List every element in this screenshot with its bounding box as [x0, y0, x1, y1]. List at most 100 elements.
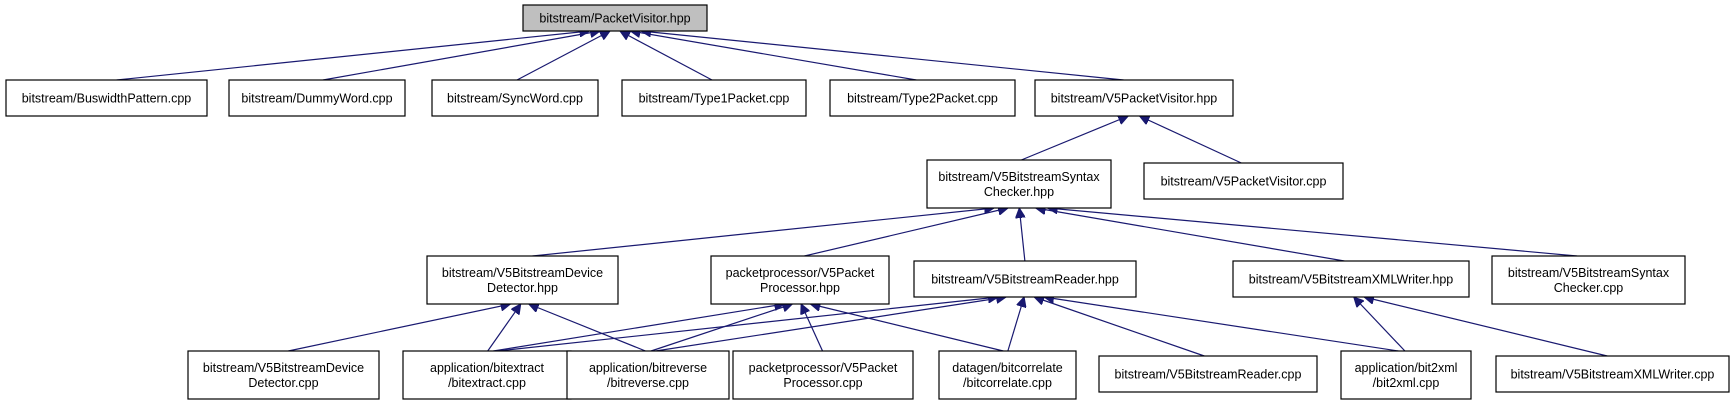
- node-n16[interactable]: application/bitreverse/bitreverse.cpp: [566, 350, 730, 400]
- node-n2[interactable]: bitstream/DummyWord.cpp: [228, 79, 406, 117]
- node-label: bitstream/Type2Packet.cpp: [847, 92, 998, 106]
- nodes-layer: bitstream/PacketVisitor.hpp bitstream/Bus…: [5, 4, 1730, 400]
- edge-n9-to-n7: [532, 208, 994, 257]
- node-label: bitstream/Type1Packet.cpp: [639, 92, 790, 106]
- edge-n3-to-n0: [516, 30, 610, 81]
- node-label: bitstream/V5PacketVisitor.hpp: [1051, 92, 1218, 106]
- node-box: [621, 79, 807, 117]
- node-label: packetprocessor/V5Packet: [726, 266, 875, 280]
- node-label: packetprocessor/V5Packet: [749, 361, 898, 375]
- edge-n20-to-n11: [1044, 297, 1399, 352]
- node-box: [522, 4, 708, 32]
- node-label: bitstream/V5BitstreamDevice: [203, 361, 364, 375]
- edge-n13-to-n7: [1047, 208, 1578, 257]
- node-box: [187, 350, 380, 400]
- edge-n15-to-n9: [487, 304, 521, 352]
- node-n8[interactable]: bitstream/V5PacketVisitor.cpp: [1143, 162, 1344, 200]
- node-label: Processor.cpp: [783, 376, 862, 390]
- node-box: [228, 79, 406, 117]
- node-box: [1491, 255, 1686, 305]
- edge-n16-to-n10: [650, 304, 792, 352]
- node-label: bitstream/V5BitstreamReader.cpp: [1115, 368, 1302, 382]
- node-box: [829, 79, 1016, 117]
- node-n18[interactable]: datagen/bitcorrelate/bitcorrelate.cpp: [938, 350, 1077, 400]
- edge-n7-to-n6: [1021, 116, 1128, 161]
- node-label: bitstream/V5PacketVisitor.cpp: [1161, 175, 1327, 189]
- node-n6[interactable]: bitstream/V5PacketVisitor.hpp: [1034, 79, 1234, 117]
- node-label: application/bit2xml: [1355, 361, 1458, 375]
- edge-n19-to-n11: [1034, 297, 1205, 357]
- node-label: Processor.hpp: [760, 281, 840, 295]
- node-n15[interactable]: application/bitextract/bitextract.cpp: [402, 350, 572, 400]
- node-label: Checker.cpp: [1554, 281, 1624, 295]
- edge-n18-to-n10: [810, 304, 1004, 352]
- edge-n16-to-n9: [529, 304, 646, 352]
- node-n19[interactable]: bitstream/V5BitstreamReader.cpp: [1098, 355, 1318, 393]
- node-label: Detector.hpp: [487, 281, 558, 295]
- edge-n4-to-n0: [620, 30, 713, 81]
- node-box: [710, 255, 890, 305]
- node-n11[interactable]: bitstream/V5BitstreamReader.hpp: [913, 260, 1137, 298]
- edge-n8-to-n6: [1139, 116, 1242, 164]
- node-n20[interactable]: application/bit2xml/bit2xml.cpp: [1340, 350, 1472, 400]
- node-label: Detector.cpp: [248, 376, 318, 390]
- node-label: bitstream/SyncWord.cpp: [447, 92, 583, 106]
- edge-n11-to-n7: [1019, 208, 1026, 262]
- node-box: [1143, 162, 1344, 200]
- node-label: /bitextract.cpp: [448, 376, 526, 390]
- node-box: [566, 350, 730, 400]
- node-label: bitstream/V5BitstreamReader.hpp: [931, 273, 1119, 287]
- edge-n10-to-n7: [804, 208, 1008, 257]
- node-label: bitstream/DummyWord.cpp: [241, 92, 392, 106]
- node-n3[interactable]: bitstream/SyncWord.cpp: [431, 79, 599, 117]
- node-box: [1340, 350, 1472, 400]
- edge-n1-to-n0: [116, 31, 590, 81]
- node-n12[interactable]: bitstream/V5BitstreamXMLWriter.hpp: [1232, 260, 1470, 298]
- node-n21[interactable]: bitstream/V5BitstreamXMLWriter.cpp: [1495, 355, 1730, 393]
- edge-n12-to-n7: [1036, 208, 1345, 262]
- node-label: /bit2xml.cpp: [1373, 376, 1440, 390]
- edge-n18-to-n11: [1007, 297, 1024, 352]
- node-box: [402, 350, 572, 400]
- node-box: [1232, 260, 1470, 298]
- node-box: [431, 79, 599, 117]
- node-label: bitstream/V5BitstreamSyntax: [938, 170, 1100, 184]
- node-n1[interactable]: bitstream/BuswidthPattern.cpp: [5, 79, 208, 117]
- node-label: bitstream/V5BitstreamSyntax: [1508, 266, 1670, 280]
- node-box: [1495, 355, 1730, 393]
- node-box: [926, 159, 1112, 209]
- node-label: bitstream/BuswidthPattern.cpp: [22, 92, 192, 106]
- node-box: [938, 350, 1077, 400]
- node-n5[interactable]: bitstream/Type2Packet.cpp: [829, 79, 1016, 117]
- node-label: datagen/bitcorrelate: [952, 361, 1063, 375]
- node-box: [1034, 79, 1234, 117]
- node-n0[interactable]: bitstream/PacketVisitor.hpp: [522, 4, 708, 32]
- edge-n16-to-n11: [655, 297, 1007, 352]
- node-box: [913, 260, 1137, 298]
- node-label: bitstream/V5BitstreamXMLWriter.cpp: [1511, 368, 1715, 382]
- edge-n15-to-n11: [497, 297, 998, 352]
- node-box: [732, 350, 914, 400]
- node-label: application/bitextract: [430, 361, 544, 375]
- node-label: /bitreverse.cpp: [607, 376, 689, 390]
- node-box: [5, 79, 208, 117]
- node-n4[interactable]: bitstream/Type1Packet.cpp: [621, 79, 807, 117]
- node-box: [1098, 355, 1318, 393]
- node-label: application/bitreverse: [589, 361, 707, 375]
- edge-n2-to-n0: [322, 31, 600, 81]
- edge-n6-to-n0: [641, 31, 1124, 81]
- node-label: /bitcorrelate.cpp: [963, 376, 1052, 390]
- node-label: bitstream/V5BitstreamDevice: [442, 266, 603, 280]
- edges-layer: [116, 30, 1608, 357]
- edge-n5-to-n0: [630, 31, 917, 81]
- node-label: bitstream/V5BitstreamXMLWriter.hpp: [1249, 273, 1454, 287]
- edge-n14-to-n9: [288, 304, 510, 352]
- node-label: Checker.hpp: [984, 185, 1054, 199]
